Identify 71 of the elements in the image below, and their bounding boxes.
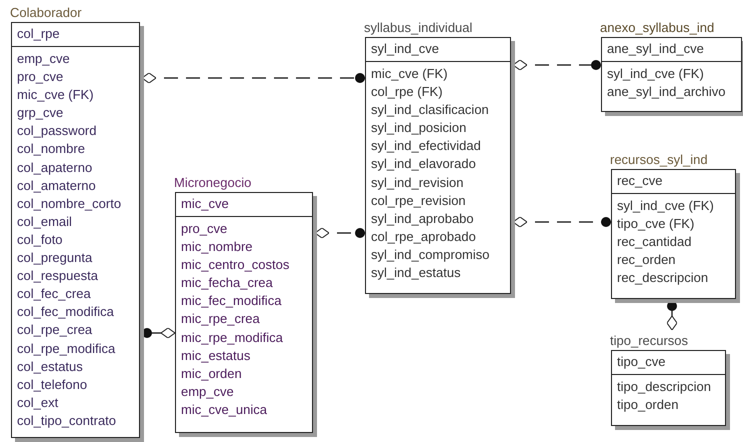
attribute-field: emp_cve — [181, 382, 234, 401]
attribute-field: tipo_descripcion — [617, 378, 711, 396]
attribute-field: mic_fec_modifica — [181, 292, 282, 310]
attribute-field: mic_centro_costos — [181, 256, 290, 274]
attribute-field: syl_ind_revision — [371, 174, 464, 192]
attribute-field: mic_cve (FK) — [371, 65, 448, 84]
attribute-field: col_rpe_crea — [17, 321, 92, 340]
attribute-field: mic_rpe_modifica — [181, 328, 283, 347]
attribute-field: col_fec_crea — [17, 285, 91, 304]
attribute-field: col_nombre_corto — [17, 194, 122, 213]
attribute-field: rec_cantidad — [617, 233, 692, 252]
attribute-field: rec_orden — [617, 251, 676, 270]
primary-key-field: tipo_cve — [617, 353, 666, 371]
table-name: recursos_syl_ind — [610, 151, 708, 168]
attribute-field: rec_descripcion — [617, 269, 708, 288]
attribute-field: pro_cve — [17, 68, 64, 86]
table-name: anexo_syllabus_ind — [600, 19, 714, 36]
attribute-field: tipo_cve (FK) — [617, 215, 694, 234]
attribute-field: mic_cve_unica — [181, 400, 267, 420]
attribute-field: syl_ind_clasificacion — [371, 101, 489, 120]
attribute-field: mic_fecha_crea — [181, 274, 273, 292]
attribute-field: col_pregunta — [17, 249, 92, 268]
attribute-field: emp_cve — [17, 50, 70, 68]
attribute-field: col_telefono — [17, 376, 88, 394]
attribute-field: col_estatus — [17, 358, 83, 376]
attribute-field: grp_cve — [17, 104, 64, 122]
primary-key-field: rec_cve — [617, 172, 663, 190]
attribute-field: syl_ind_cve (FK) — [617, 197, 714, 216]
relationship-line — [512, 216, 611, 228]
primary-key-field: mic_cve — [181, 195, 229, 213]
attribute-field: syl_ind_compromiso — [371, 246, 490, 264]
table-name: Micronegocio — [174, 174, 252, 191]
attribute-field: col_apaterno — [17, 158, 92, 177]
attribute-field: syl_ind_efectividad — [371, 137, 481, 156]
attribute-field: tipo_orden — [617, 396, 678, 414]
attribute-field: col_nombre — [17, 140, 85, 159]
attribute-field: col_rpe (FK) — [371, 83, 443, 102]
attribute-field: syl_ind_estatus — [371, 264, 461, 282]
attribute-field: col_amaterno — [17, 176, 96, 195]
attribute-field: col_password — [17, 122, 96, 140]
attribute-field: col_email — [17, 212, 72, 231]
attribute-field: col_foto — [17, 230, 63, 250]
primary-key-field: ane_syl_ind_cve — [607, 40, 704, 58]
attribute-field: col_rpe_revision — [371, 192, 466, 210]
attribute-field: mic_nombre — [181, 238, 253, 256]
table-name: Colaborador — [10, 4, 82, 21]
relationship-line — [142, 328, 176, 338]
attribute-field: mic_estatus — [181, 346, 250, 365]
attribute-field: syl_ind_posicion — [371, 119, 466, 138]
table-name: syllabus_individual — [364, 19, 472, 36]
attribute-field: col_ext — [17, 394, 58, 412]
attribute-field: syl_ind_cve (FK) — [607, 65, 704, 84]
attribute-field: mic_cve (FK) — [17, 86, 94, 104]
table-name: tipo_recursos — [610, 332, 688, 349]
attribute-field: syl_ind_aprobabo — [371, 210, 474, 228]
attribute-field: col_respuesta — [17, 267, 98, 286]
primary-key-field: syl_ind_cve — [371, 40, 439, 58]
attribute-field: col_tipo_contrato — [17, 412, 116, 430]
relationship-line — [314, 228, 365, 238]
attribute-field: col_rpe_modifica — [17, 340, 116, 358]
attribute-field: mic_rpe_crea — [181, 310, 260, 329]
attribute-field: syl_ind_elavorado — [371, 155, 476, 174]
relationship-line — [512, 60, 601, 70]
primary-key-field: col_rpe — [17, 25, 60, 43]
relationship-line — [666, 301, 678, 330]
relationship-line — [142, 72, 365, 84]
attribute-field: col_rpe_aprobado — [371, 228, 476, 246]
attribute-field: ane_syl_ind_archivo — [607, 83, 726, 102]
attribute-field: col_fec_modifica — [17, 303, 114, 322]
attribute-field: mic_orden — [181, 364, 242, 383]
attribute-field: pro_cve — [181, 220, 228, 238]
